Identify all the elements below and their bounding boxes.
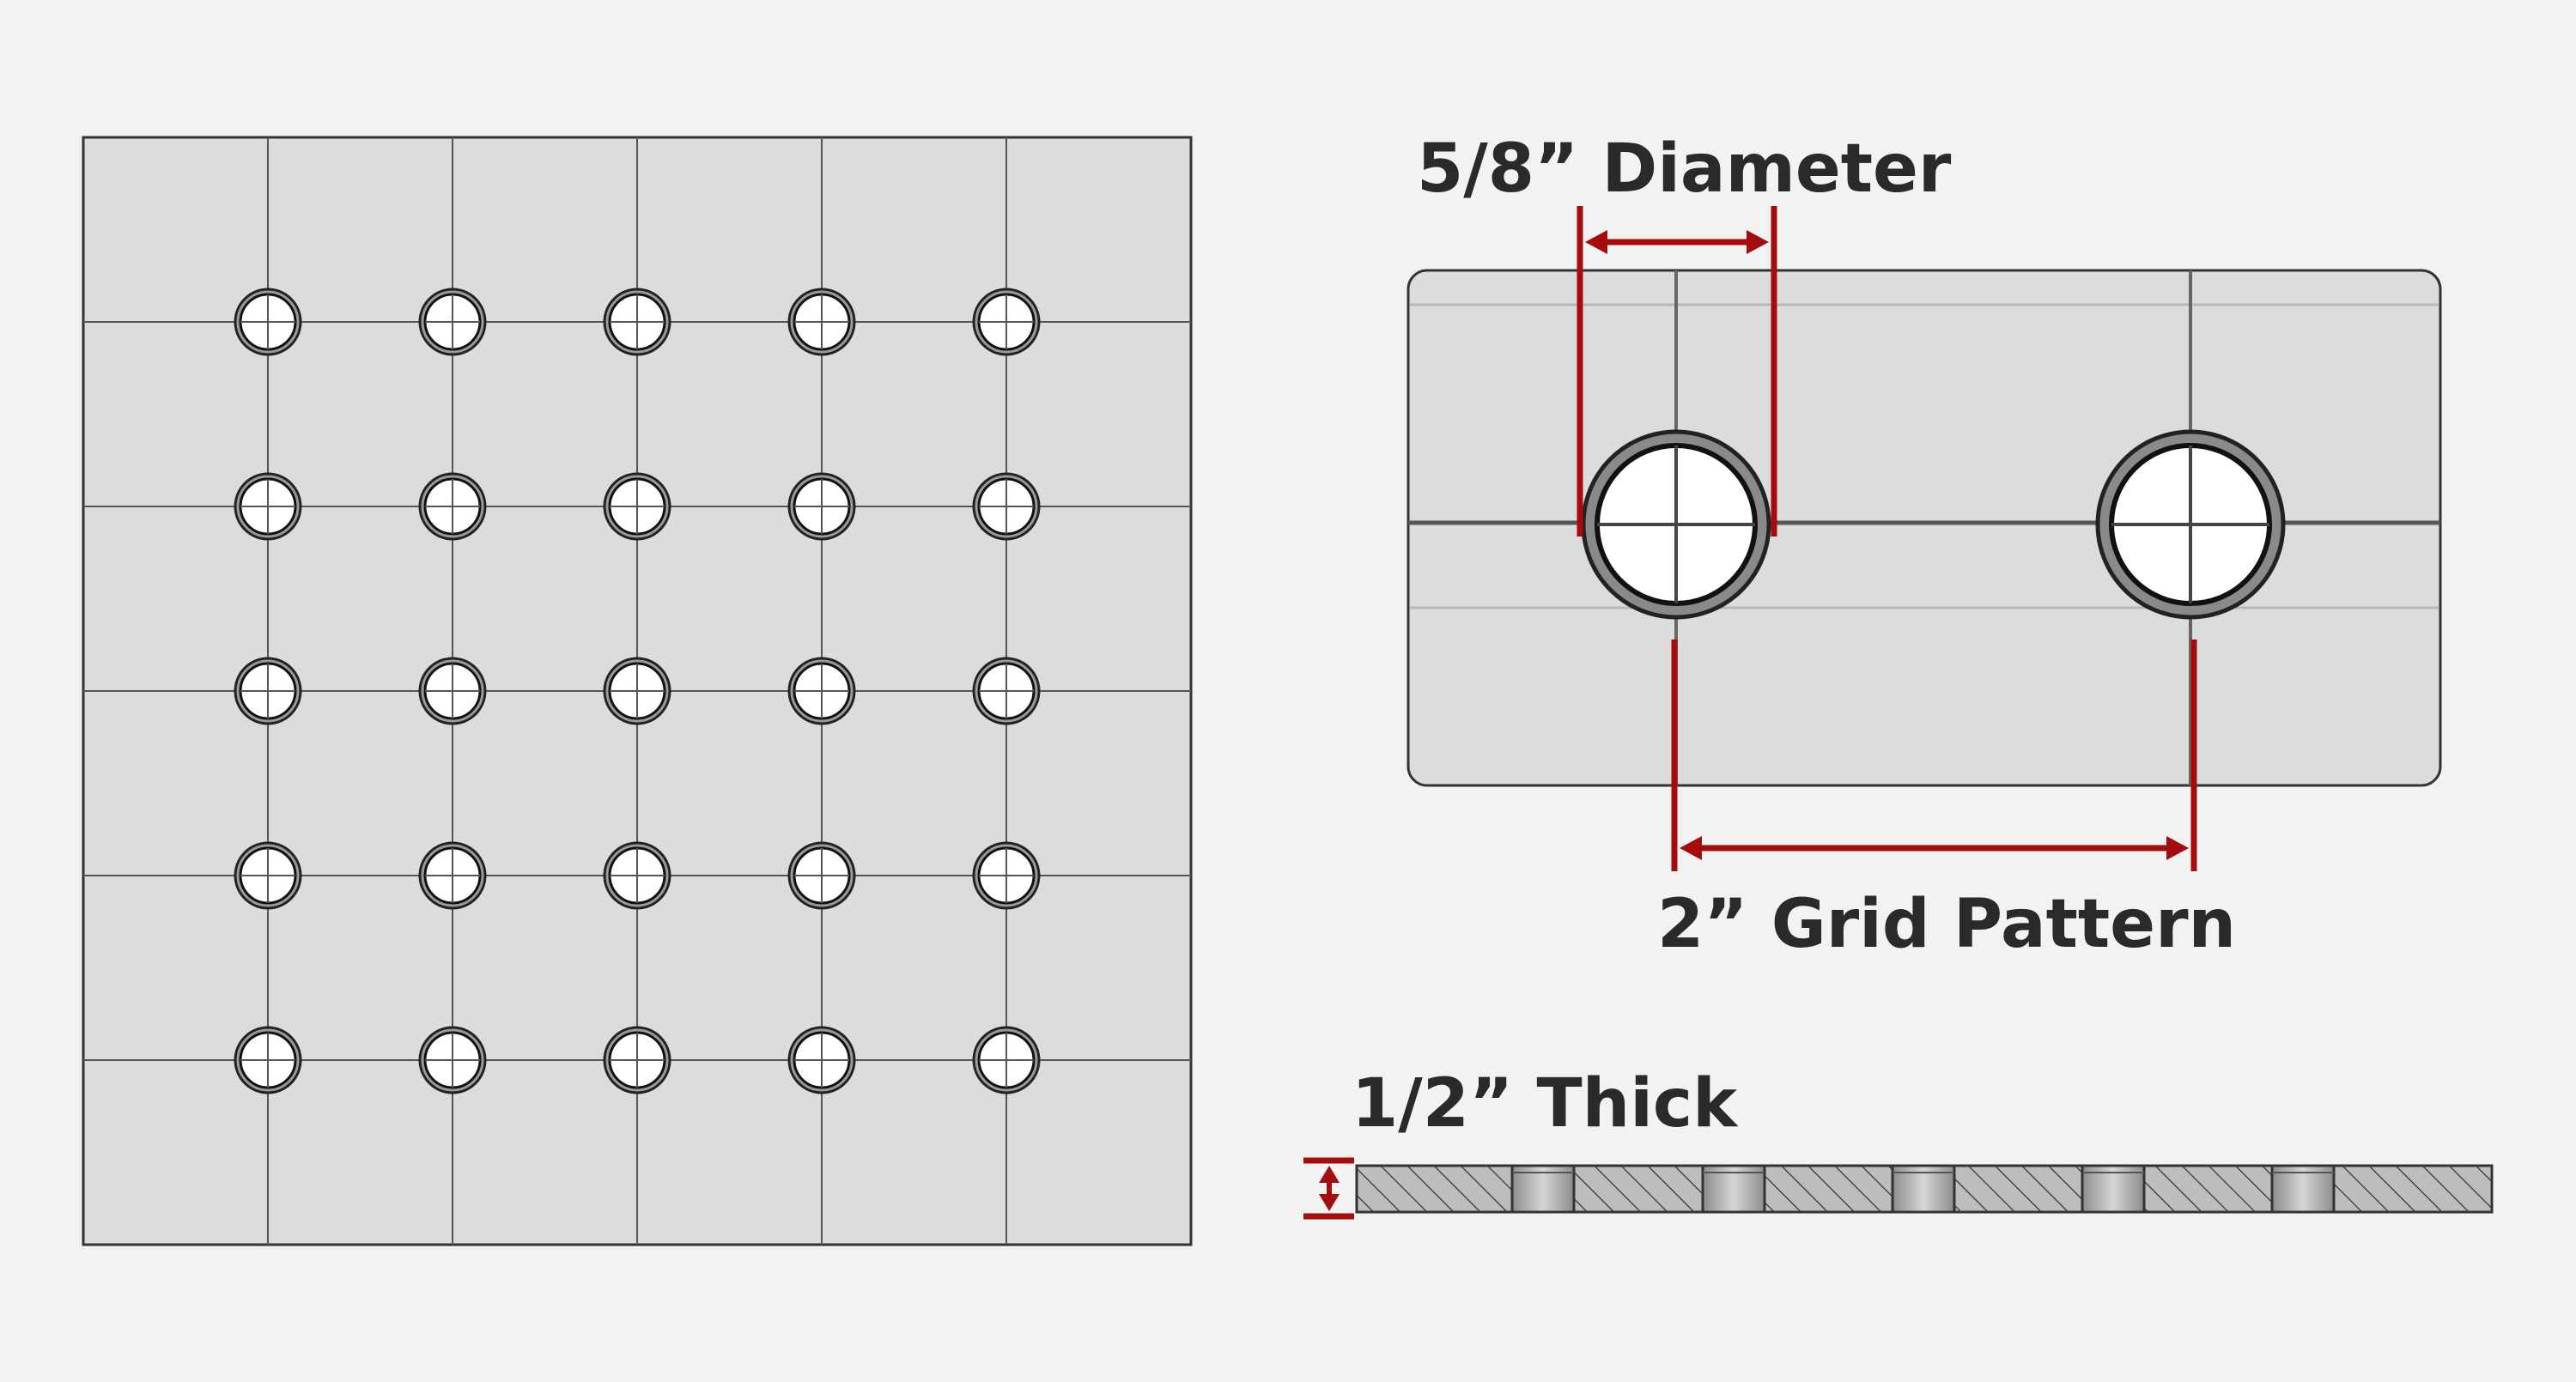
plate-hole [603,657,671,725]
plate-hole [603,841,671,910]
plate-holes [234,288,1041,1094]
plate-hole [418,657,487,725]
grid-pattern-dimension [1671,639,2197,871]
plate-hole [787,657,856,725]
plate-hole [418,472,487,541]
plate-hole [603,472,671,541]
plate-hole [234,841,302,910]
plate-hole [787,1026,856,1094]
plate-hole [234,288,302,356]
plate-hole [972,1026,1041,1094]
thickness-label: 1/2” Thick [1352,1065,1738,1143]
detail-hole-1 [1581,429,1771,620]
detail-plate [1406,269,2442,787]
plate-hole [972,657,1041,725]
plate-hole [418,288,487,356]
plate-hole [787,841,856,910]
plate-hole [787,472,856,541]
detail-hole-2 [2095,429,2286,620]
diameter-dimension [1577,206,1777,536]
plate-hole [603,1026,671,1094]
plate-hole [234,472,302,541]
plate-hole [418,1026,487,1094]
plate-hole [972,288,1041,356]
plate-hole [603,288,671,356]
thickness-dimension [1303,1157,1354,1220]
diameter-label: 5/8” Diameter [1417,130,1952,208]
grid-pattern-label: 2” Grid Pattern [1657,886,2237,963]
section-holes [1510,1164,2336,1214]
plate-hole [787,288,856,356]
plate-hole [234,657,302,725]
plate-hole [972,472,1041,541]
plate-hole [972,841,1041,910]
plate-hole [418,841,487,910]
plate-hole [234,1026,302,1094]
